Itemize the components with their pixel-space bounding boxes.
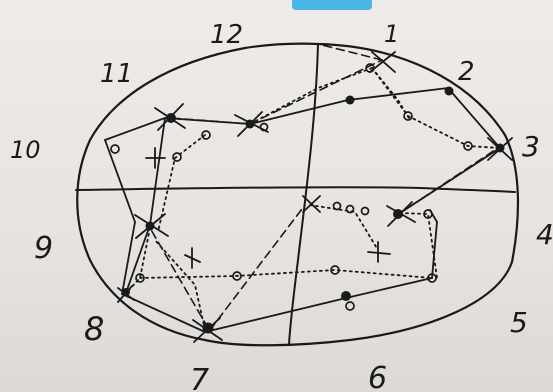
hour-label-4: 4 — [536, 218, 553, 251]
hour-label-6: 6 — [368, 361, 387, 392]
hour-label-2: 2 — [458, 57, 475, 87]
hour-label-10: 10 — [10, 136, 41, 164]
hour-label-7: 7 — [190, 363, 209, 392]
hour-label-5: 5 — [510, 306, 528, 339]
dotted-paths — [126, 67, 501, 331]
open-circles — [110, 63, 473, 311]
filled-dots — [122, 86, 505, 334]
horizontal-divider-line — [75, 186, 516, 193]
hour-label-12: 12 — [210, 20, 243, 50]
dashed-star-lines — [149, 43, 501, 331]
blue-tape-strip — [292, 0, 372, 10]
hour-label-3: 3 — [522, 130, 540, 163]
hour-label-9: 9 — [34, 231, 53, 266]
hour-label-8: 8 — [84, 310, 104, 348]
hour-label-11: 11 — [100, 59, 133, 89]
vertical-divider-line — [288, 43, 319, 346]
hour-labels: 12 1 2 3 4 5 6 7 8 9 10 11 — [10, 20, 553, 392]
plus-marks — [145, 147, 391, 269]
outer-circle — [76, 42, 520, 347]
hour-label-1: 1 — [384, 20, 399, 48]
